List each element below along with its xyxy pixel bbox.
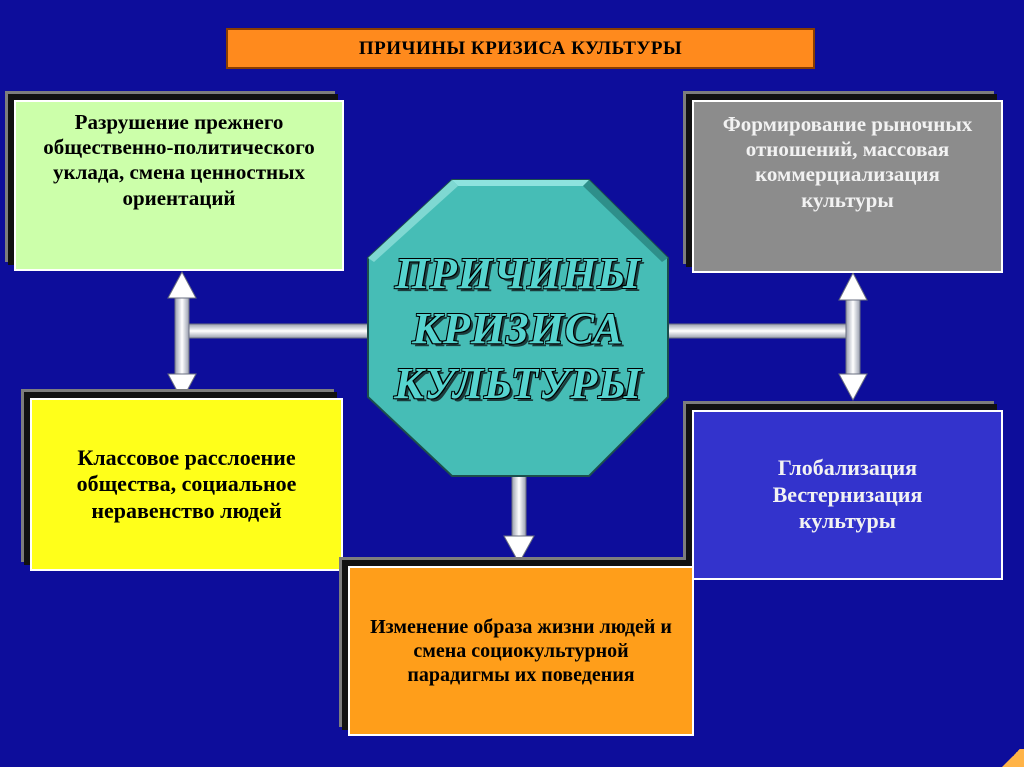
corner-decoration: [998, 749, 1024, 767]
box-top-right: Формирование рыночных отношений, массова…: [692, 100, 1003, 273]
box-mid-right: Глобализация Вестернизация культуры: [692, 410, 1003, 580]
diagram-title: ПРИЧИНЫ КРИЗИСА КУЛЬТУРЫ: [226, 28, 815, 69]
box-bottom-center: Изменение образа жизни людей и смена соц…: [348, 566, 694, 736]
box-mid-left: Классовое расслоение общества, социально…: [30, 398, 343, 571]
connector-right-horizontal: [667, 323, 855, 339]
center-octagon: [367, 179, 669, 477]
box-top-left: Разрушение прежнего общественно-политиче…: [14, 100, 344, 271]
center-octagon-label: ПРИЧИНЫ КРИЗИСА КУЛЬТУРЫ: [394, 248, 642, 408]
connector-left-horizontal: [179, 323, 371, 339]
double-arrow-right: [838, 271, 868, 402]
double-arrow-left: [167, 270, 197, 402]
arrow-down-center: [503, 475, 535, 565]
